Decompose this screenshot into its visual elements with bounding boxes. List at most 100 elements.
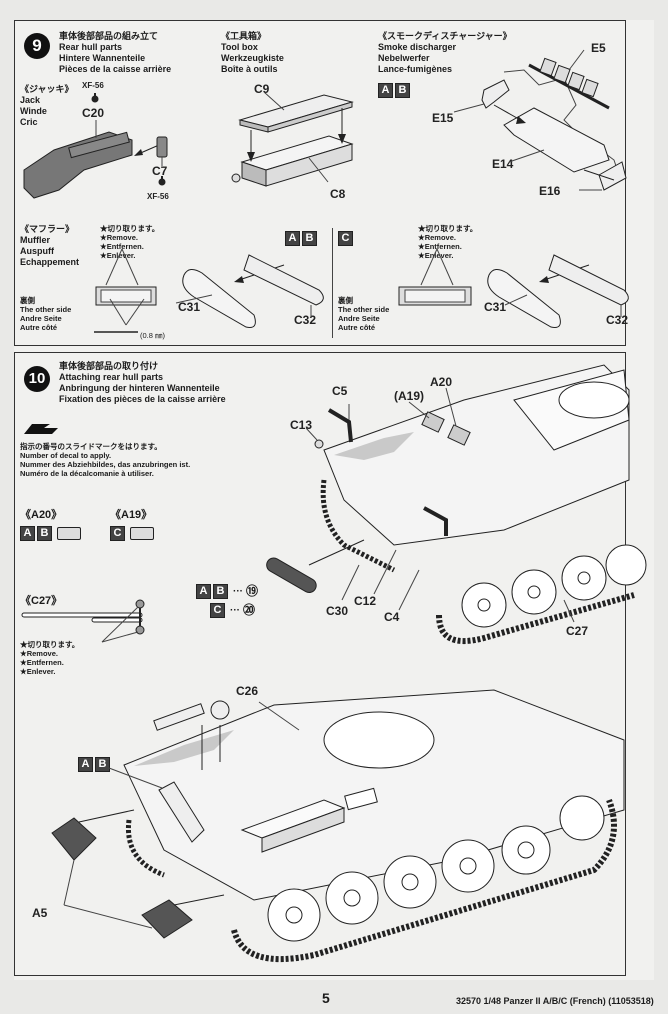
smoke-label-fr: Lance-fumigènes: [378, 64, 453, 74]
road-wheel: [441, 839, 495, 893]
variant-badge-c: C: [210, 603, 225, 618]
kit-code: 32570 1/48 Panzer II A/B/C (French) (110…: [456, 996, 654, 1006]
paint-drop-icon: [91, 93, 99, 103]
assembly-arrow: [583, 169, 615, 181]
leader-line: [63, 904, 153, 929]
page-number: 5: [322, 990, 330, 1006]
road-wheel: [267, 888, 321, 942]
jack-label: 《ジャッキ》 Jack Winde Cric: [20, 84, 74, 128]
step10-title-de: Anbringung der hinteren Wannenteile: [59, 383, 220, 393]
other-side-en: The other side: [20, 305, 72, 314]
step10-title-en: Attaching rear hull parts: [59, 372, 164, 382]
leader-line: [373, 549, 397, 595]
other-side-en: The other side: [338, 305, 390, 314]
remove-note-de: ★Entfernen.: [418, 242, 462, 251]
toolbox-lid-edge: [267, 101, 353, 133]
step9-title-en: Rear hull parts: [59, 42, 123, 52]
jack-label-de: Winde: [20, 106, 47, 116]
toolbox-label: 《工具箱》 Tool box Werkzeugkiste Boîte à out…: [221, 31, 284, 75]
track-strip-shape: [91, 617, 143, 623]
variant-badge-b: B: [213, 584, 228, 599]
muffler-drawing-ab: [94, 248, 324, 333]
part-label-c26: C26: [236, 684, 259, 698]
road-wheel: [325, 871, 379, 925]
part-label-e5: E5: [591, 41, 606, 55]
sprue-gate-icon: [135, 625, 145, 635]
road-wheel: [383, 855, 437, 909]
variant-badge-b: B: [95, 757, 110, 772]
leader-line: [341, 564, 360, 601]
remove-note-fr: ★Enlever.: [418, 251, 454, 260]
other-side-fr: Autre côté: [338, 323, 376, 332]
paint-code-xf56-bottom: XF-56: [147, 192, 169, 201]
part-label-c8: C8: [330, 187, 346, 201]
other-side-de: Andre Seite: [20, 314, 62, 323]
arrow-head-icon: [134, 149, 143, 156]
variant-badge-a: A: [78, 757, 93, 772]
toolbox-heading-jp: 《工具箱》: [221, 31, 267, 41]
part-a5-mudflap-shape: [51, 817, 97, 861]
leader-line: [308, 157, 329, 183]
part-label-c9: C9: [254, 82, 270, 96]
remove-note-en: ★Remove.: [100, 233, 138, 242]
muffler-part-shape: [266, 557, 317, 593]
decal-note: 指示の番号のスライドマークをはります。 Number of decal to a…: [20, 442, 190, 478]
leader-line: [101, 631, 139, 643]
leader-line: [568, 49, 585, 71]
road-wheel: [501, 825, 551, 875]
remove-note-de: ★Entfernen.: [20, 658, 64, 667]
remove-note-en: ★Remove.: [418, 233, 456, 242]
remove-note-ab: ★切り取ります。 ★Remove. ★Entfernen. ★Enlever.: [100, 224, 159, 260]
part-label-c31: C31: [178, 300, 201, 314]
turret-opening-shape: [323, 711, 435, 769]
muffler-heading-jp: 《マフラー》: [20, 224, 75, 234]
paint-code-xf56-top: XF-56: [82, 81, 104, 90]
leader-line: [508, 149, 545, 163]
variant-badge-a: A: [196, 584, 211, 599]
decal-number-20: ⑳: [243, 603, 256, 617]
toolbox-knob-shape: [231, 173, 241, 183]
dots-separator: ···: [233, 586, 243, 597]
paint-drop-icon: [158, 176, 166, 186]
a19-legend: 《A19》 C: [110, 508, 154, 541]
part-e16-shape: [598, 161, 627, 191]
plate-a20-icon: [57, 527, 81, 540]
part-c31-shape: [182, 269, 256, 328]
variant-badge-b: B: [395, 83, 410, 98]
decal-note-de: Nummer des Abziehbildes, das anzubringen…: [20, 460, 191, 469]
arrow-head-icon: [338, 134, 346, 144]
part-c32-shape: [548, 254, 629, 306]
leader-line: [398, 569, 420, 611]
part-label-a19: (A19): [394, 389, 425, 403]
other-side-jp: 裏側: [20, 296, 35, 305]
toolbox-label-fr: Boîte à outils: [221, 64, 278, 74]
muffler-variant-divider: [332, 228, 333, 338]
part-c32-shape: [243, 254, 324, 306]
leader-line: [305, 427, 318, 441]
leader-line: [453, 103, 485, 113]
other-side-fr: Autre côté: [20, 323, 58, 332]
leader-line: [445, 387, 457, 427]
decal-number-19: ⑲: [246, 584, 259, 598]
sprue-gate-icon: [135, 599, 145, 609]
step10-title: 車体後部部品の取り付け Attaching rear hull parts An…: [59, 361, 226, 405]
road-wheel: [561, 555, 607, 601]
idler-wheel: [559, 795, 605, 841]
part-label-c12: C12: [354, 594, 377, 608]
arrow-head-icon: [539, 276, 549, 283]
remove-note-de: ★Entfernen.: [100, 242, 144, 251]
leader-line: [121, 248, 139, 286]
step9-title: 車体後部部品の組み立て Rear hull parts Hintere Wann…: [59, 31, 171, 75]
other-side-jp: 裏側: [338, 296, 353, 305]
muffler-label: 《マフラー》 Muffler Auspuff Echappement: [20, 224, 79, 268]
variant-badge-c: C: [338, 231, 353, 246]
toolbox-base-side: [241, 161, 267, 187]
track-shape: [320, 479, 396, 573]
leader-line: [504, 294, 528, 306]
remove-note-fr: ★Enlever.: [20, 667, 56, 676]
part-c7-shape: [156, 136, 168, 158]
